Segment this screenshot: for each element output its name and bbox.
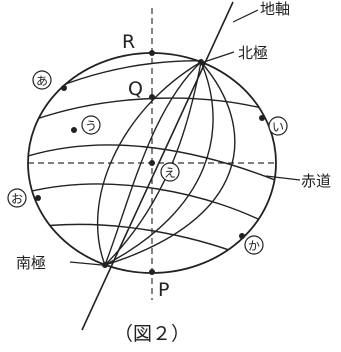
- marker-u: う: [81, 115, 101, 135]
- svg-text:あ: あ: [36, 74, 48, 88]
- north-pole-label: 北極: [238, 44, 268, 62]
- south-pole-point: [102, 262, 108, 268]
- point-a: [61, 85, 67, 91]
- south-pole-label: 南極: [16, 254, 46, 272]
- point-center: [149, 160, 155, 166]
- axis-leader: [232, 9, 259, 23]
- equator-leader: [265, 175, 301, 181]
- north-pole-leader: [203, 51, 235, 63]
- point-i: [259, 115, 265, 121]
- south-pole-leader: [69, 261, 103, 266]
- svg-text:い: い: [272, 120, 284, 134]
- marker-o: お: [7, 188, 27, 208]
- point-o: [35, 195, 41, 201]
- meridians: [97, 61, 236, 266]
- point-ka: [239, 233, 245, 239]
- label-R: R: [122, 31, 135, 53]
- point-u: [71, 127, 77, 133]
- equator-line: [28, 144, 276, 183]
- point-Q: [149, 94, 155, 100]
- marker-ka: か: [244, 235, 264, 255]
- equator-label: 赤道: [301, 172, 331, 190]
- label-Q: Q: [128, 78, 143, 100]
- svg-text:か: か: [248, 239, 260, 253]
- axis-label: 地軸: [260, 0, 290, 18]
- earth-axis: [81, 1, 234, 331]
- svg-text:お: お: [11, 192, 23, 206]
- point-P: [149, 269, 155, 275]
- marker-i: い: [268, 116, 288, 136]
- figure-caption: （図２）: [114, 323, 190, 345]
- svg-text:う: う: [85, 119, 97, 133]
- marker-a: あ: [32, 70, 52, 90]
- label-P: P: [158, 279, 169, 301]
- svg-text:え: え: [164, 166, 176, 180]
- north-pole-point: [198, 59, 204, 65]
- points: [35, 50, 265, 275]
- point-R: [149, 50, 155, 56]
- marker-e: え: [160, 162, 180, 182]
